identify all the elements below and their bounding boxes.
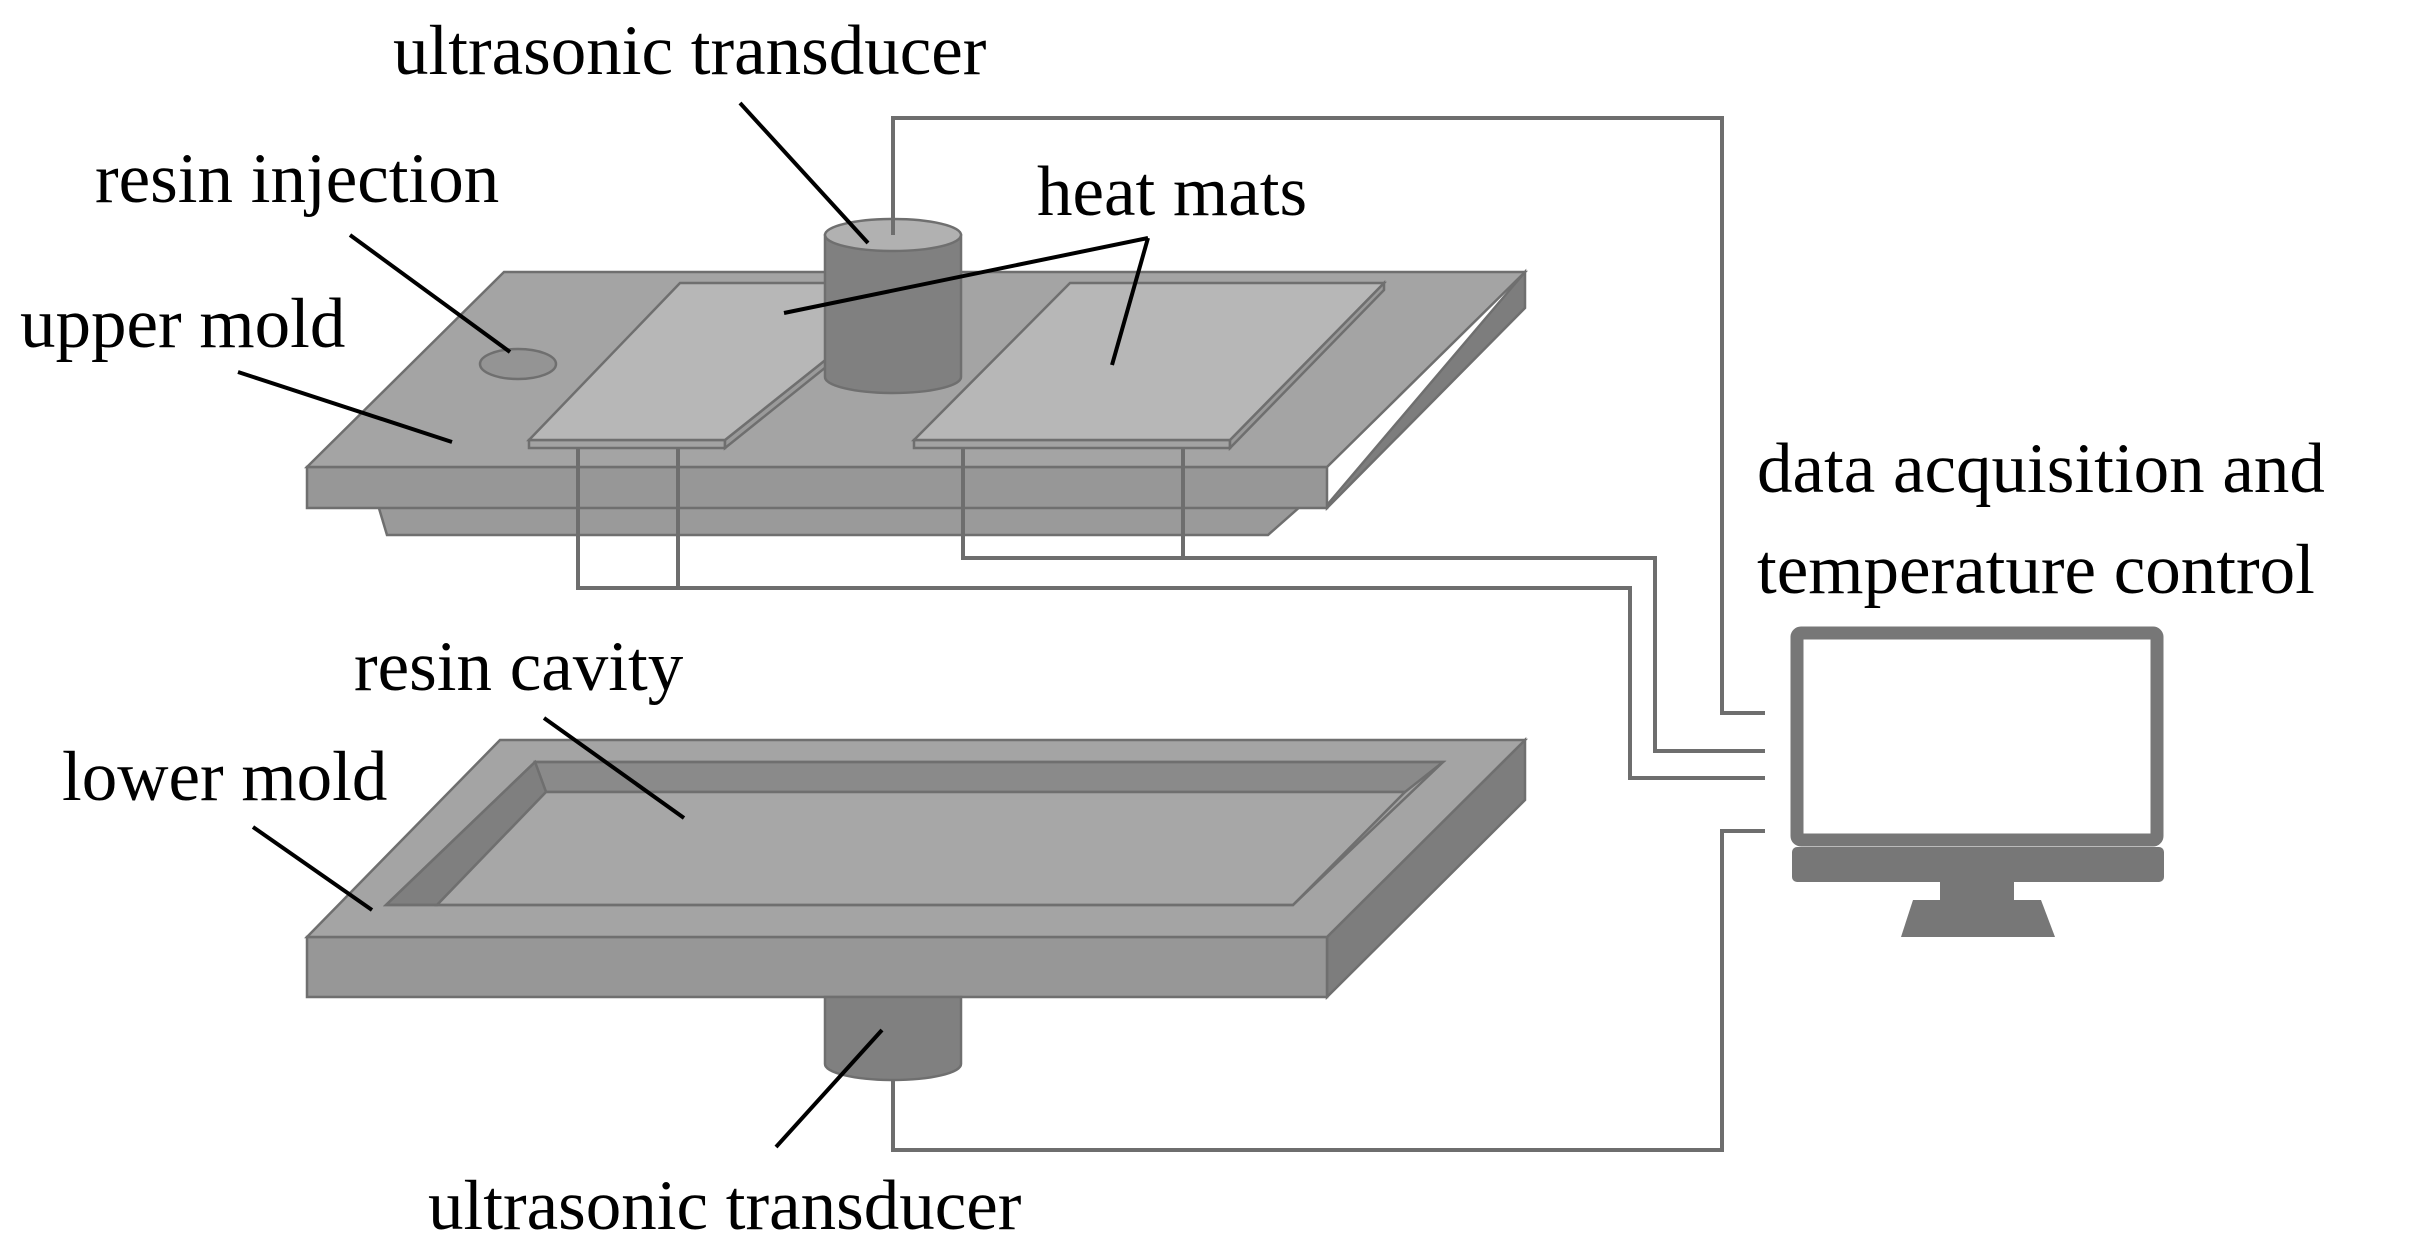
label-resin-injection: resin injection: [95, 140, 499, 218]
resin-cavity-outline: [382, 760, 1447, 907]
signal-wires: [576, 116, 1765, 1152]
labels: ultrasonic transducer resin injection he…: [20, 12, 2325, 1245]
upper-mold-front-face: [305, 465, 1329, 510]
lower-mold-front-face: [305, 935, 1329, 999]
label-lower-mold: lower mold: [62, 738, 387, 816]
wire-lower-transducer: [891, 829, 1765, 1152]
label-upper-mold: upper mold: [20, 285, 345, 363]
wire-right-heat-mat: [961, 448, 1765, 753]
label-data-acquisition-line2: temperature control: [1757, 531, 2315, 609]
monitor-neck: [1940, 880, 2014, 900]
label-ultrasonic-transducer-bottom: ultrasonic transducer: [428, 1167, 1022, 1245]
heat-mat-right: [910, 279, 1387, 452]
label-ultrasonic-transducer-top: ultrasonic transducer: [393, 12, 987, 90]
monitor-bezel: [1792, 847, 2164, 882]
resin-cavity-floor: [434, 790, 1408, 907]
upper-mold-underside: [376, 503, 1306, 537]
leader-resin-cavity: [542, 716, 686, 820]
resin-injection-port: [478, 347, 558, 381]
wire-left-heat-mat: [576, 448, 1765, 780]
label-heat-mats: heat mats: [1037, 153, 1307, 231]
leader-heat-mat-left: [783, 236, 1149, 315]
leader-resin-injection: [348, 233, 512, 354]
leader-lines: [237, 101, 1150, 1149]
wire-upper-transducer: [891, 116, 1765, 715]
upper-ultrasonic-transducer: [823, 217, 963, 395]
leader-upper-mold: [237, 370, 453, 444]
monitor-screen: [1790, 626, 2164, 847]
leader-heat-mat-right: [1110, 237, 1150, 366]
resin-cavity-back-wall: [533, 760, 1447, 794]
computer-monitor-icon: [1790, 626, 2164, 937]
leader-transducer-top: [738, 101, 870, 245]
leader-transducer-bottom: [774, 1028, 884, 1149]
leader-lower-mold: [251, 825, 374, 912]
monitor-stand: [1901, 900, 2055, 937]
lower-ultrasonic-transducer: [823, 995, 963, 1082]
resin-cavity: [382, 759, 1447, 907]
label-data-acquisition-line1: data acquisition and: [1757, 430, 2325, 508]
label-resin-cavity: resin cavity: [354, 628, 684, 706]
